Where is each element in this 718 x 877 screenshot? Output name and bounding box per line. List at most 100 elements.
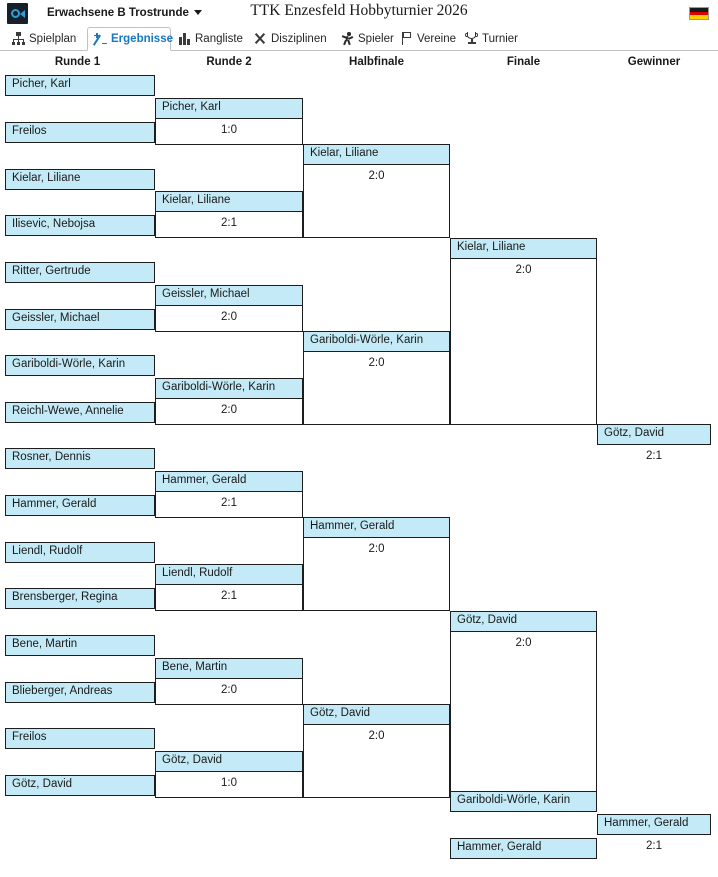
flag-stripe-black bbox=[690, 8, 708, 12]
bracket-slot-third-1[interactable]: Gariboldi-Wörle, Karin bbox=[450, 791, 597, 812]
bracket-winner-r2-8-name: Götz, David bbox=[156, 752, 302, 772]
tab-spieler[interactable]: Spieler bbox=[335, 27, 398, 50]
bracket-winner-hf-1-score: 2:0 bbox=[368, 170, 385, 182]
bracket-winner-r2-8-score: 1:0 bbox=[221, 777, 237, 789]
bracket-slot-r1-6[interactable]: Geissler, Michael bbox=[5, 309, 155, 330]
tab-vereine[interactable]: Vereine bbox=[394, 27, 460, 50]
column-header-gewinner: Gewinner bbox=[627, 56, 681, 68]
bracket-slot-r1-4[interactable]: Ilisevic, Nebojsa bbox=[5, 215, 155, 236]
bracket-slot-r1-12[interactable]: Brensberger, Regina bbox=[5, 588, 155, 609]
bracket-winner-r2-3-name: Geissler, Michael bbox=[156, 286, 302, 306]
bracket-winner-hf-3-name: Hammer, Gerald bbox=[304, 518, 449, 538]
bracket-champion-name: Götz, David bbox=[597, 424, 711, 445]
flag-icon bbox=[400, 32, 413, 45]
bracket-slot-r1-10[interactable]: Hammer, Gerald bbox=[5, 495, 155, 516]
bracket-slot-r1-3[interactable]: Kielar, Liliane bbox=[5, 169, 155, 190]
tab-spielplan-label: Spielplan bbox=[29, 32, 77, 45]
runner-icon bbox=[341, 32, 354, 46]
flag-stripe-red bbox=[690, 11, 708, 16]
bracket-winner-hf-4-name: Götz, David bbox=[304, 705, 449, 725]
tab-rangliste[interactable]: Rangliste bbox=[172, 27, 248, 50]
bracket-champion-score: 2:1 bbox=[646, 450, 662, 462]
bracket-winner-r2-3-score: 2:0 bbox=[221, 311, 237, 323]
bracket-winner-r2-4[interactable]: Gariboldi-Wörle, Karin 2:0 bbox=[155, 378, 303, 425]
bracket-winner-final-2[interactable]: Götz, David 2:0 bbox=[450, 611, 597, 798]
bracket-winner-hf-1[interactable]: Kielar, Liliane 2:0 bbox=[303, 144, 450, 238]
bracket-winner-r2-4-name: Gariboldi-Wörle, Karin bbox=[156, 379, 302, 399]
bracket-winner-r2-5-name: Hammer, Gerald bbox=[156, 472, 302, 492]
bracket-winner-hf-2-name: Gariboldi-Wörle, Karin bbox=[304, 332, 449, 352]
bracket-winner-r2-6-score: 2:1 bbox=[221, 590, 237, 602]
category-dropdown-label: Erwachsene B Trostrunde bbox=[47, 7, 189, 19]
bracket-slot-r1-15[interactable]: Freilos bbox=[5, 728, 155, 749]
top-bar: Erwachsene B Trostrunde TTK Enzesfeld Ho… bbox=[0, 0, 718, 27]
bracket-winner-r2-4-score: 2:0 bbox=[221, 404, 237, 416]
sitemap-icon bbox=[12, 32, 25, 45]
collapse-panel-icon[interactable] bbox=[7, 3, 28, 24]
collapse-panel-arrow bbox=[20, 10, 25, 18]
bracket-slot-third-2[interactable]: Hammer, Gerald bbox=[450, 838, 597, 859]
bracket-winner-r2-2-score: 2:1 bbox=[221, 217, 237, 229]
bracket-winner-r2-1-score: 1:0 bbox=[221, 124, 237, 136]
bracket-winner-final-2-name: Götz, David bbox=[451, 612, 596, 632]
bracket-winner-final-1[interactable]: Kielar, Liliane 2:0 bbox=[450, 238, 597, 425]
bracket-winner-r2-6[interactable]: Liendl, Rudolf 2:1 bbox=[155, 564, 303, 611]
bracket-winner-r2-5[interactable]: Hammer, Gerald 2:1 bbox=[155, 471, 303, 518]
tab-ergebnisse[interactable]: Ergebnisse bbox=[87, 27, 173, 51]
collapse-panel-ring bbox=[11, 9, 20, 18]
bracket-slot-r1-16[interactable]: Götz, David bbox=[5, 775, 155, 796]
bracket-winner-r2-3[interactable]: Geissler, Michael 2:0 bbox=[155, 285, 303, 332]
flag-stripe-gold bbox=[690, 15, 708, 19]
tab-spielplan[interactable]: Spielplan bbox=[6, 27, 87, 50]
bracket-slot-r1-11[interactable]: Liendl, Rudolf bbox=[5, 542, 155, 563]
tab-bar: Spielplan Ergebnisse Rangliste Disziplin… bbox=[0, 27, 718, 51]
bracket-slot-r1-14[interactable]: Blieberger, Andreas bbox=[5, 682, 155, 703]
bracket-winner-r2-7[interactable]: Bene, Martin 2:0 bbox=[155, 658, 303, 705]
bracket-winner-r2-2-name: Kielar, Liliane bbox=[156, 192, 302, 212]
bracket-winner-final-1-name: Kielar, Liliane bbox=[451, 239, 596, 259]
column-header-runde-2: Runde 2 bbox=[206, 56, 252, 68]
bracket-winner-hf-4[interactable]: Götz, David 2:0 bbox=[303, 704, 450, 798]
column-header-halbfinale: Halbfinale bbox=[349, 56, 404, 68]
tab-vereine-label: Vereine bbox=[417, 32, 457, 45]
bracket-slot-r1-2[interactable]: Freilos bbox=[5, 122, 155, 143]
bracket-slot-r1-1[interactable]: Picher, Karl bbox=[5, 75, 155, 96]
bracket-winner-r2-1-name: Picher, Karl bbox=[156, 99, 302, 119]
bracket-champion[interactable]: Götz, David 2:1 bbox=[597, 424, 711, 471]
category-dropdown[interactable]: Erwachsene B Trostrunde bbox=[47, 4, 202, 23]
column-header-runde-1: Runde 1 bbox=[54, 56, 101, 68]
bracket-winner-hf-2[interactable]: Gariboldi-Wörle, Karin 2:0 bbox=[303, 331, 450, 425]
tab-turnier[interactable]: Turnier bbox=[459, 27, 523, 50]
tab-rangliste-label: Rangliste bbox=[195, 32, 243, 45]
bracket-winner-r2-1[interactable]: Picher, Karl 1:0 bbox=[155, 98, 303, 145]
column-header-finale: Finale bbox=[506, 56, 541, 68]
bracket-slot-r1-7[interactable]: Gariboldi-Wörle, Karin bbox=[5, 355, 155, 376]
bracket-winner-final-2-score: 2:0 bbox=[515, 637, 532, 649]
bracket-winner-r2-2[interactable]: Kielar, Liliane 2:1 bbox=[155, 191, 303, 238]
bracket-winner-r2-8[interactable]: Götz, David 1:0 bbox=[155, 751, 303, 798]
plus-minus-icon bbox=[92, 32, 107, 46]
bracket-winner-third-score: 2:1 bbox=[646, 840, 662, 852]
tab-disziplinen[interactable]: Disziplinen bbox=[248, 27, 334, 50]
bracket-slot-r1-5[interactable]: Ritter, Gertrude bbox=[5, 262, 155, 283]
tab-turnier-label: Turnier bbox=[482, 32, 518, 45]
bracket-winner-r2-7-name: Bene, Martin bbox=[156, 659, 302, 679]
trophy-icon bbox=[465, 32, 478, 45]
bracket-slot-r1-13[interactable]: Bene, Martin bbox=[5, 635, 155, 656]
tab-disziplinen-label: Disziplinen bbox=[271, 32, 327, 45]
german-flag-icon[interactable] bbox=[689, 7, 709, 20]
crossed-bats-icon bbox=[254, 32, 267, 45]
bracket-winner-r2-7-score: 2:0 bbox=[221, 684, 237, 696]
bracket-winner-hf-4-score: 2:0 bbox=[368, 730, 385, 742]
bracket-winner-final-1-score: 2:0 bbox=[515, 264, 532, 276]
bracket-slot-r1-9[interactable]: Rosner, Dennis bbox=[5, 448, 155, 469]
bracket-winner-hf-1-name: Kielar, Liliane bbox=[304, 145, 449, 165]
bracket-winner-hf-3[interactable]: Hammer, Gerald 2:0 bbox=[303, 517, 450, 611]
tab-spieler-label: Spieler bbox=[358, 32, 394, 45]
tab-ergebnisse-label: Ergebnisse bbox=[111, 33, 173, 45]
bracket-slot-r1-8[interactable]: Reichl-Wewe, Annelie bbox=[5, 402, 155, 423]
bracket-winner-r2-6-name: Liendl, Rudolf bbox=[156, 565, 302, 585]
bracket: Picher, Karl Freilos Kielar, Liliane Ili… bbox=[0, 72, 718, 877]
bracket-winner-third[interactable]: Hammer, Gerald 2:1 bbox=[597, 814, 711, 861]
bar-chart-icon bbox=[178, 32, 191, 45]
